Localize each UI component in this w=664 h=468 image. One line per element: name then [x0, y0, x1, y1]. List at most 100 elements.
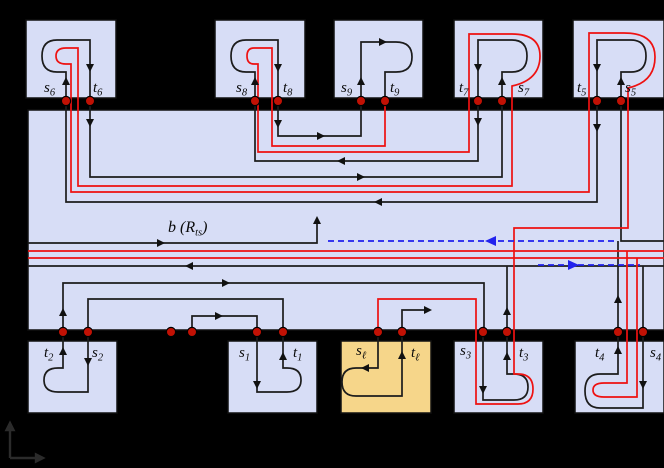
- terminal-label-sℓ: sℓ: [356, 343, 367, 362]
- terminal-label-t7: t7: [459, 80, 469, 99]
- axis-up-arrowhead: [4, 420, 16, 432]
- terminal-label-t3: t3: [519, 345, 528, 364]
- terminal-dot: [60, 95, 72, 107]
- wire-t1-to-s2: [87, 298, 284, 334]
- terminal-label-s7: s7: [518, 80, 530, 99]
- terminal-label-t1: t1: [293, 345, 302, 364]
- wire-arrowhead: [361, 364, 369, 372]
- terminal-dot: [186, 326, 198, 338]
- terminal-label-t5: t5: [577, 80, 586, 99]
- wire-arrowhead: [639, 381, 647, 389]
- terminal-label-s8: s8: [236, 80, 248, 99]
- terminal-label-t8: t8: [283, 80, 293, 99]
- wire-arrowhead: [474, 64, 482, 72]
- terminal-label-t9: t9: [390, 80, 400, 99]
- terminal-label-s9: s9: [341, 80, 353, 99]
- terminal-label-t6: t6: [93, 80, 103, 99]
- box-s1-t1: [227, 340, 318, 414]
- terminal-dot: [355, 95, 367, 107]
- wire-hook-box-s9t9: [360, 41, 413, 101]
- box-t5-s5: [572, 19, 664, 99]
- terminal-dots: [57, 95, 649, 338]
- wire-hook-box-t7s7: [477, 39, 528, 101]
- wire-hook-box-s6t6: [41, 39, 91, 101]
- wire-arrowhead: [274, 64, 282, 72]
- wire-arrowhead: [59, 308, 67, 316]
- blue-dashed-guides: [328, 240, 640, 266]
- wire-arrowhead: [357, 77, 365, 85]
- wire-arrowhead: [59, 347, 67, 355]
- wire-arrowhead: [503, 352, 511, 360]
- blue-arrowheads: [485, 236, 579, 270]
- wire-arrowhead: [593, 64, 601, 72]
- terminal-label-s2: s2: [92, 345, 104, 364]
- terminal-dot: [84, 95, 96, 107]
- box-t7-s7: [453, 19, 544, 99]
- bottom-terminal-boxes: [27, 340, 664, 414]
- wire-arrowhead: [185, 262, 193, 270]
- terminal-dot: [82, 326, 94, 338]
- box-s8-t8: [214, 19, 306, 99]
- terminal-label-s1: s1: [239, 345, 250, 364]
- box-t2-s2: [27, 340, 118, 414]
- terminal-dot: [396, 326, 408, 338]
- wire-arrowhead: [157, 239, 165, 247]
- wire-t5-to-s6: [65, 101, 598, 203]
- wire-arrowhead: [593, 124, 601, 132]
- wire-hook-box-t2s2: [43, 334, 89, 393]
- routing-channel-region: [27, 109, 664, 331]
- wire-arrowhead: [84, 358, 92, 366]
- axis-right-arrowhead: [34, 452, 46, 464]
- wire-arrowhead: [617, 77, 625, 85]
- blue-left-arrowhead: [485, 236, 496, 246]
- wire-arrowhead: [498, 77, 506, 85]
- red-cycle-main: [55, 32, 656, 405]
- terminal-label-t2: t2: [44, 345, 54, 364]
- terminal-dot: [496, 95, 508, 107]
- terminal-dot: [612, 326, 624, 338]
- terminal-dot: [637, 326, 649, 338]
- terminal-dot: [251, 326, 263, 338]
- terminal-label-tℓ: tℓ: [411, 345, 420, 364]
- wire-tl-stub: [401, 309, 425, 334]
- terminal-label-t4: t4: [595, 345, 605, 364]
- terminal-label-s4: s4: [650, 345, 662, 364]
- wire-arrowhead: [253, 381, 261, 389]
- wire-hook-box-s8t8: [230, 39, 279, 101]
- box-s9-t9: [333, 19, 424, 99]
- direction-arrowheads: [59, 38, 647, 394]
- wire-arrowhead: [398, 351, 406, 359]
- wire-hook-box-t4s4: [584, 334, 644, 409]
- wire-arrowhead: [503, 307, 511, 315]
- terminal-dot: [472, 95, 484, 107]
- wire-arrowhead: [222, 279, 230, 287]
- terminal-dot: [379, 95, 391, 107]
- terminal-dot: [477, 326, 489, 338]
- red-loop-box-t4s4: [592, 251, 638, 398]
- wire-arrowhead: [614, 295, 622, 303]
- terminal-dot: [165, 326, 177, 338]
- channel-label-b-Rts: b (Rts): [168, 219, 207, 239]
- wire-arrowhead: [317, 132, 325, 140]
- wire-arrowhead: [474, 118, 482, 126]
- terminal-label-s6: s6: [44, 80, 56, 99]
- blue-right-arrowhead: [568, 260, 579, 270]
- box-sl-tl-highlighted: [340, 340, 432, 414]
- wire-arrowhead: [215, 312, 223, 320]
- wire-arrowhead: [86, 64, 94, 72]
- wire-b-line: [28, 221, 318, 244]
- terminal-label-s5: s5: [625, 80, 636, 99]
- black-wires: [28, 39, 664, 409]
- terminal-dot: [249, 95, 261, 107]
- wire-arrowhead: [337, 157, 345, 165]
- wire-arrowhead: [424, 306, 432, 314]
- wire-dot-to-s1: [191, 315, 258, 334]
- wire-arrowhead: [274, 120, 282, 128]
- terminal-dot: [57, 326, 69, 338]
- wire-arrowhead: [357, 173, 365, 181]
- wire-arrowhead: [379, 38, 387, 46]
- top-terminal-boxes: [25, 19, 664, 99]
- wire-arrowhead: [62, 77, 70, 85]
- terminal-dot: [591, 95, 603, 107]
